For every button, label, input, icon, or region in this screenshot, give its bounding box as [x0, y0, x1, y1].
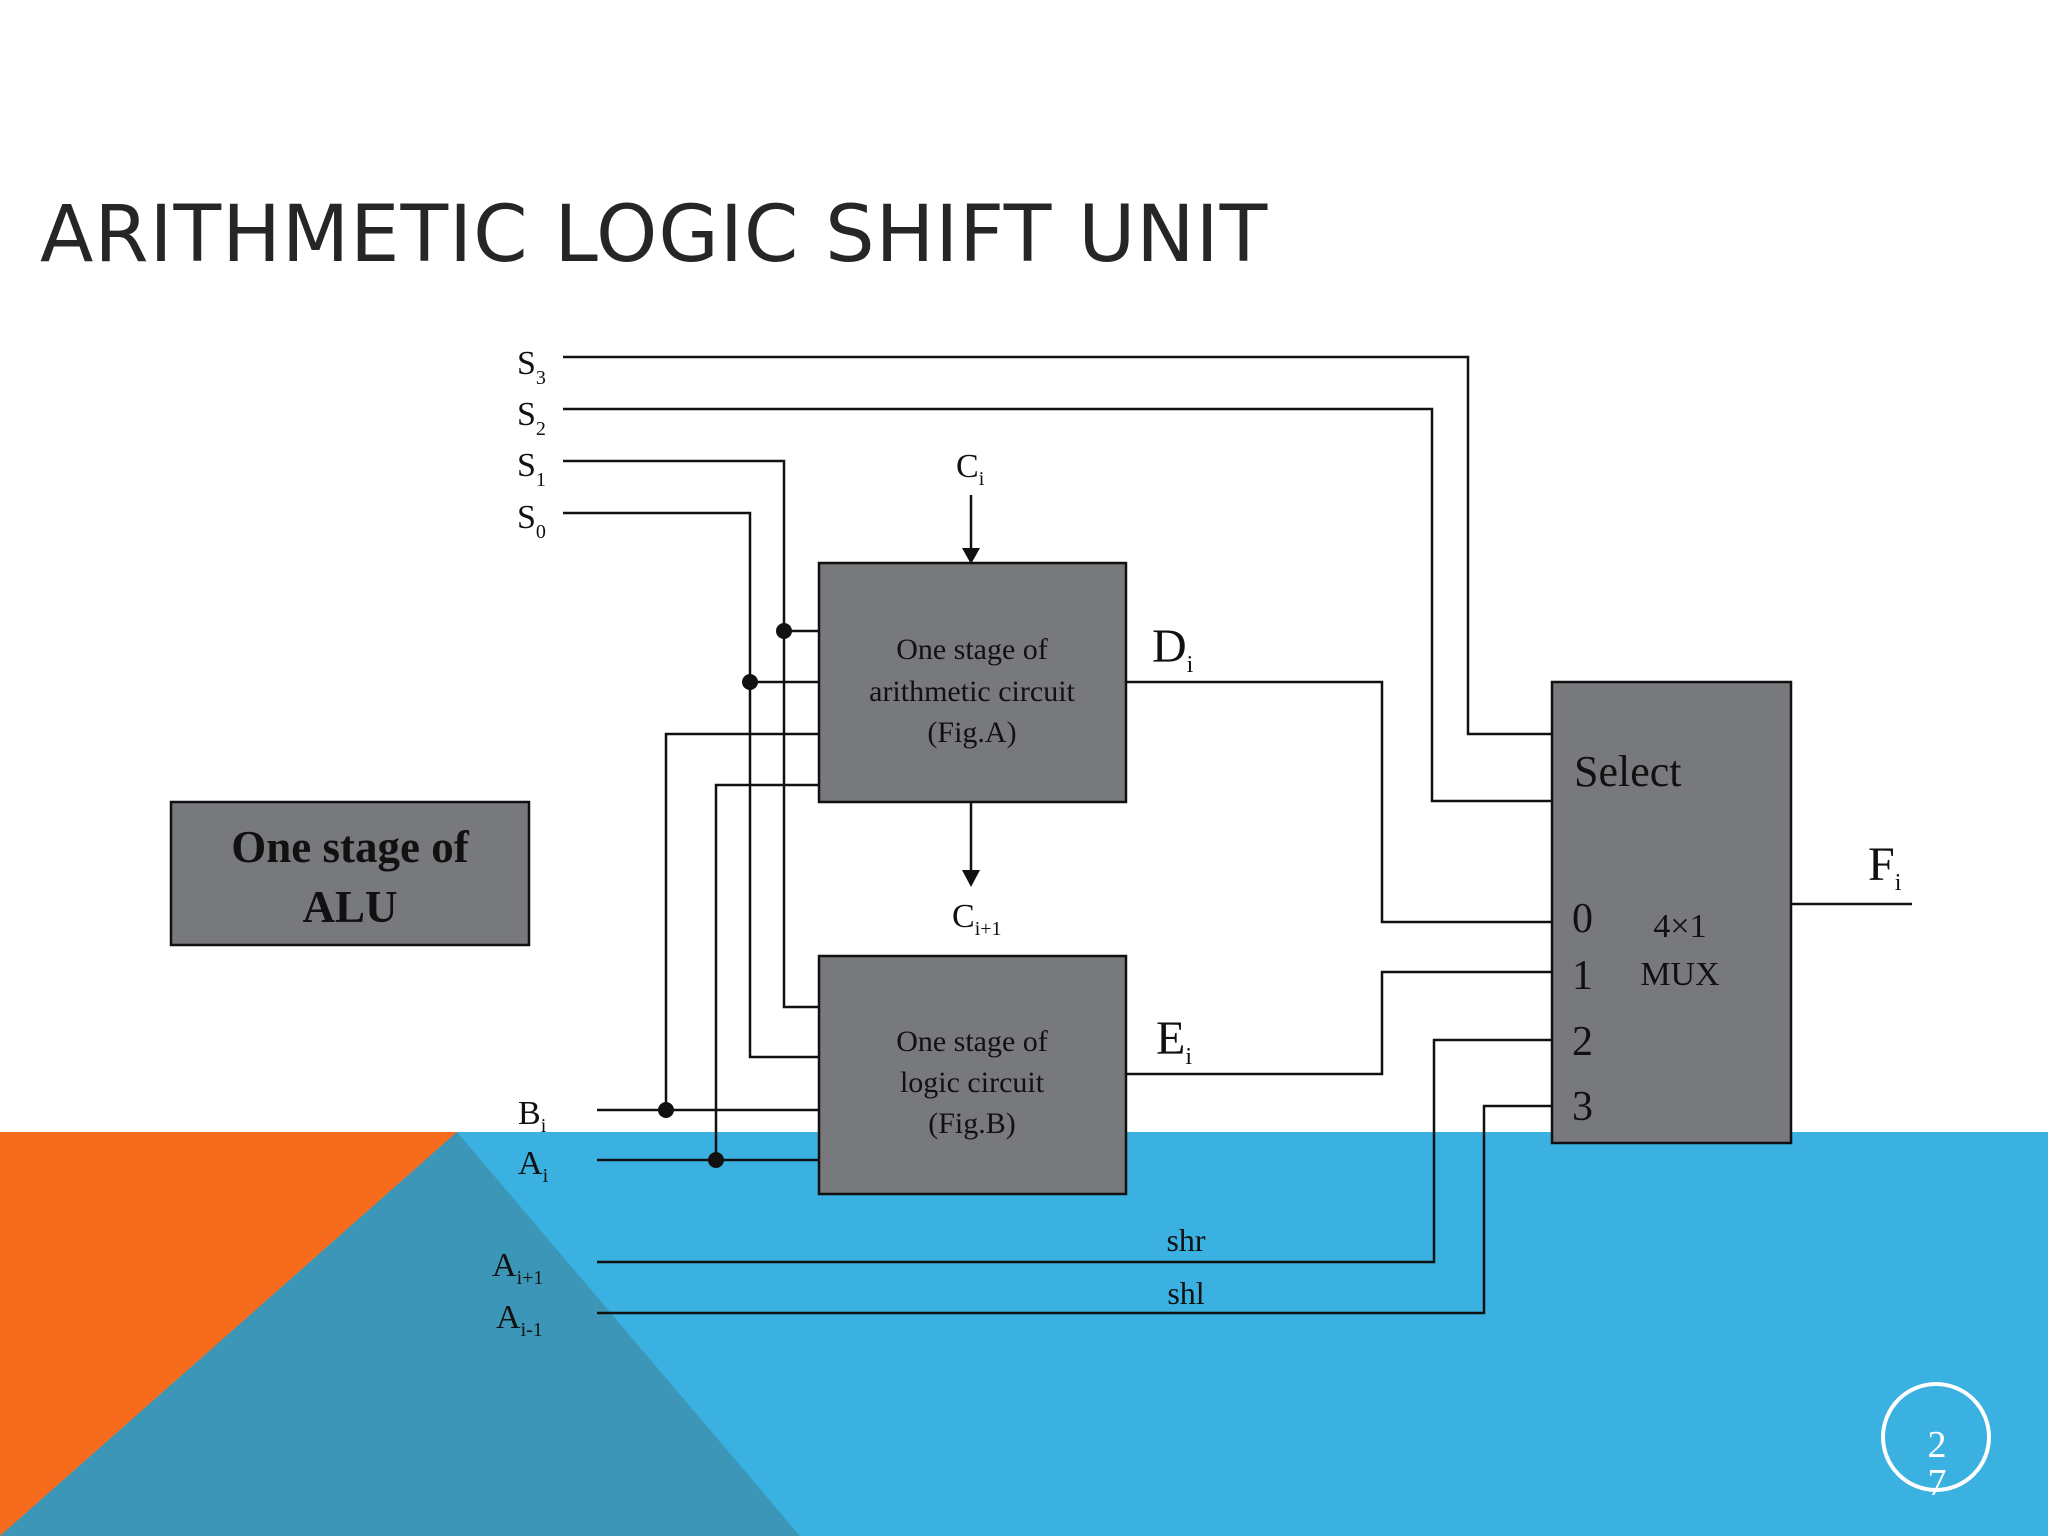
label-shr: shr [1166, 1222, 1205, 1258]
label-s1: S1 [517, 447, 546, 491]
alu-label-box [169, 800, 531, 947]
arrow-ci1 [962, 870, 980, 887]
mux-input-3: 3 [1572, 1084, 1593, 1130]
alu-label-line2: ALU [302, 882, 397, 932]
arrow-ci [962, 548, 980, 564]
mux-input-1: 1 [1572, 953, 1593, 999]
label-shl: shl [1167, 1275, 1204, 1311]
label-bi: Bi [518, 1095, 547, 1137]
page-number: 27 [1927, 1424, 1947, 1504]
mux-input-0: 0 [1572, 896, 1593, 942]
label-aim1: Ai-1 [496, 1299, 543, 1341]
label-ei: Ei [1156, 1012, 1192, 1070]
label-s2: S2 [517, 396, 546, 440]
logic-box-line2: logic circuit [900, 1066, 1045, 1099]
teal-triangle [0, 1132, 800, 1536]
mux-type-line1: 4×1 [1653, 908, 1706, 945]
wire-s3 [563, 355, 1552, 736]
wire-s2 [563, 407, 1552, 803]
wire-bi-arith [664, 732, 819, 1110]
wire-shl [597, 1104, 1552, 1315]
label-aip1: Ai+1 [492, 1247, 543, 1289]
label-di: Di [1152, 620, 1194, 678]
label-s0: S0 [517, 499, 546, 543]
wire-shr [597, 1038, 1552, 1264]
junctions [658, 623, 792, 1168]
mux-box [1550, 680, 1793, 1145]
label-fi: Fi [1868, 838, 1902, 896]
wire-di [1126, 680, 1552, 924]
junction-s0 [742, 674, 758, 690]
slide-title: ARITHMETIC LOGIC SHIFT UNIT [40, 190, 1269, 280]
label-ci: Ci [956, 448, 985, 490]
junction-s1 [776, 623, 792, 639]
arith-box-line2: arithmetic circuit [869, 675, 1075, 708]
mux-select-label: Select [1574, 747, 1682, 796]
mux-type-line2: MUX [1640, 956, 1719, 993]
label-ci1: Ci+1 [952, 898, 1002, 940]
logic-box-line1: One stage of [896, 1025, 1048, 1058]
arithmetic-circuit-box [817, 561, 1128, 804]
arith-box-line3: (Fig.A) [927, 716, 1016, 749]
junction-ai [708, 1152, 724, 1168]
mux-input-2: 2 [1572, 1019, 1593, 1065]
page-number-badge: 27 [1881, 1382, 1991, 1502]
wire-ei [1126, 970, 1552, 1076]
logic-box-line3: (Fig.B) [928, 1107, 1016, 1140]
junction-bi [658, 1102, 674, 1118]
label-ai: Ai [518, 1145, 549, 1187]
alu-label-line1: One stage of [231, 822, 469, 872]
arith-box-line1: One stage of [896, 633, 1048, 666]
label-s3: S3 [517, 345, 546, 389]
wire-ai-arith [714, 783, 819, 1160]
logic-circuit-box [817, 954, 1128, 1196]
